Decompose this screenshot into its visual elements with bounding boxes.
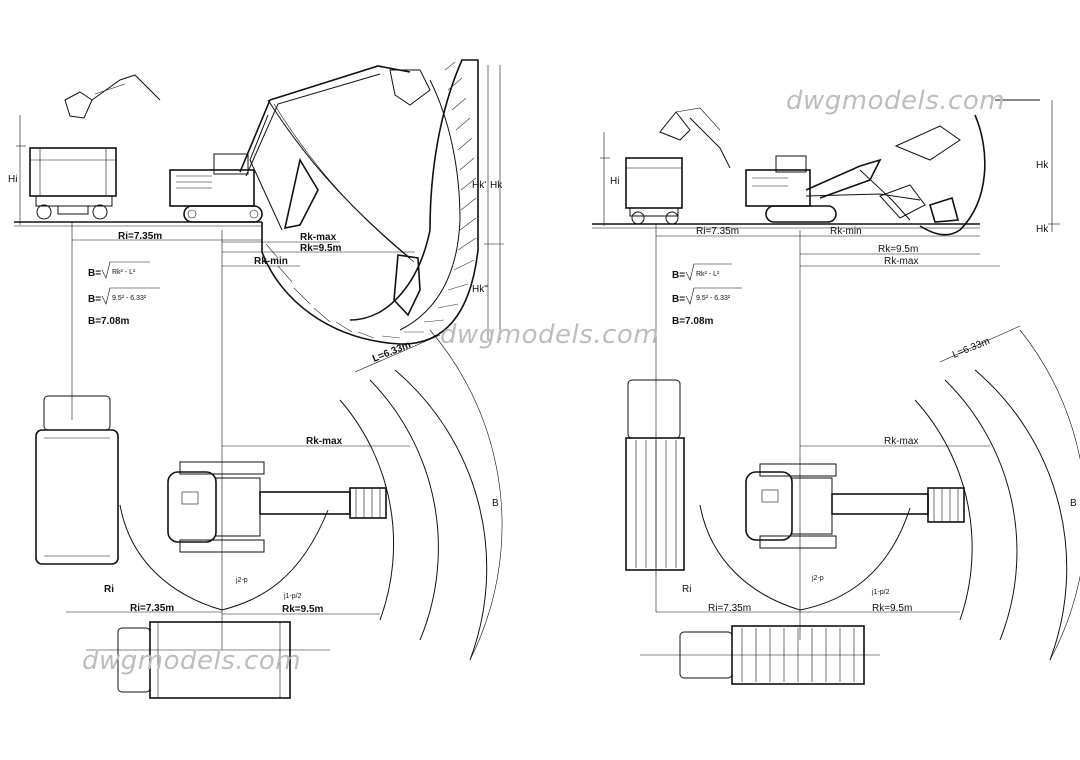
left-rk-plan-dim: Rk=9.5m [282,604,324,615]
left-excavator-plan [167,461,387,553]
left-b-plan: B [492,498,499,509]
left-rkmax-plan: Rk-max [306,436,343,447]
left-arc-4 [429,329,503,661]
right-shovel-plan [745,463,965,549]
right-shovel-elevation [745,125,961,223]
right-l-dim: L=6.33m [951,336,991,361]
right-arc-1 [914,399,973,621]
right-arc-4 [1019,329,1080,661]
left-arc-2 [369,379,439,641]
left-bucket-dumping [64,74,161,119]
left-ri-plan-dim: Ri=7.35m [130,603,174,614]
right-b-plan: B [1070,498,1077,509]
right-truck-plan [625,379,685,571]
left-rk-dim: Rk=9.5m [300,243,342,254]
left-ri-dim: Ri=7.35m [118,231,162,242]
right-pit-face [919,114,986,236]
right-f1-expr: Rk² - L² [696,271,720,278]
left-f2-expr: 9.5² - 6.33² [112,295,147,302]
right-ri-plan-dim: Ri=7.35m [708,603,751,614]
left-rkmin-label: Rk-min [254,256,288,267]
left-dump-truck [29,147,117,220]
right-hi-label: Hi [610,176,619,187]
right-angle1: j2-p [811,575,824,582]
right-rk-plan-dim: Rk=9.5m [872,603,912,614]
right-f3: B=7.08m [672,316,714,327]
right-arc-3 [974,369,1068,661]
right-angle2: j1-p/2 [871,589,890,596]
left-f1: B= [88,268,101,279]
left-swing-arc [119,504,329,611]
left-hk-label: Hk [490,180,503,191]
left-plan: L=6.33m Rk-max B Ri Ri=7.35m Rk=9.5m j2-… [35,329,503,699]
right-f2: B= [672,294,685,305]
watermark-top-right: dwgmodels.com [786,86,1006,116]
right-ri-plan: Ri [682,584,691,595]
right-f1: B= [672,270,685,281]
right-hk-label: Hk [1036,160,1049,171]
right-hk1-label: Hk [1036,224,1049,235]
right-rkmax-label: Rk-max [884,256,918,267]
right-arc-2 [944,379,1018,641]
right-f2-expr: 9.5² - 6.33² [696,295,731,302]
right-elevation: Hi Hk Hk Ri=7.35m [592,99,1060,640]
right-dump-truck [625,157,683,225]
right-ri-dim: Ri=7.35m [696,226,739,237]
left-hk1-label: Hk' [472,180,486,191]
left-formulas: B= Rk² - L² B= 9.5² - 6.33² B=7.08m [88,261,160,327]
left-hi-label: Hi [8,174,17,185]
left-arc-3 [394,369,488,661]
right-formulas: B= Rk² - L² B= 9.5² - 6.33² B=7.08m [672,263,742,327]
left-angle2: j1-p/2 [283,593,302,600]
left-truck-plan [35,395,119,565]
left-f2: B= [88,294,101,305]
watermark-bottom-left: dwgmodels.com [82,646,302,676]
left-f3: B=7.08m [88,316,130,327]
left-rkmax-label: Rk-max [300,232,337,243]
left-elevation: Hi [8,59,504,650]
right-plan: L=6.33m Rk-max B Ri Ri=7.35m Rk=9.5m j2-… [625,325,1080,685]
left-hk2-label: Hk" [472,284,488,295]
left-f1-expr: Rk² - L² [112,269,136,276]
left-excavator-elevation [169,65,431,317]
right-swing-arc [699,504,911,611]
right-rkmax-plan: Rk-max [884,436,918,447]
right-rk-dim: Rk=9.5m [878,244,918,255]
watermark-center: dwgmodels.com [440,320,660,350]
right-rkmin-label: Rk-min [830,226,862,237]
left-ri-plan: Ri [104,584,114,595]
left-pit-bench [261,59,479,345]
right-bucket-dumping [659,107,731,169]
left-arc-1 [339,399,395,621]
left-truck-horizontal [117,621,291,699]
left-angle1: j2-p [235,577,248,584]
